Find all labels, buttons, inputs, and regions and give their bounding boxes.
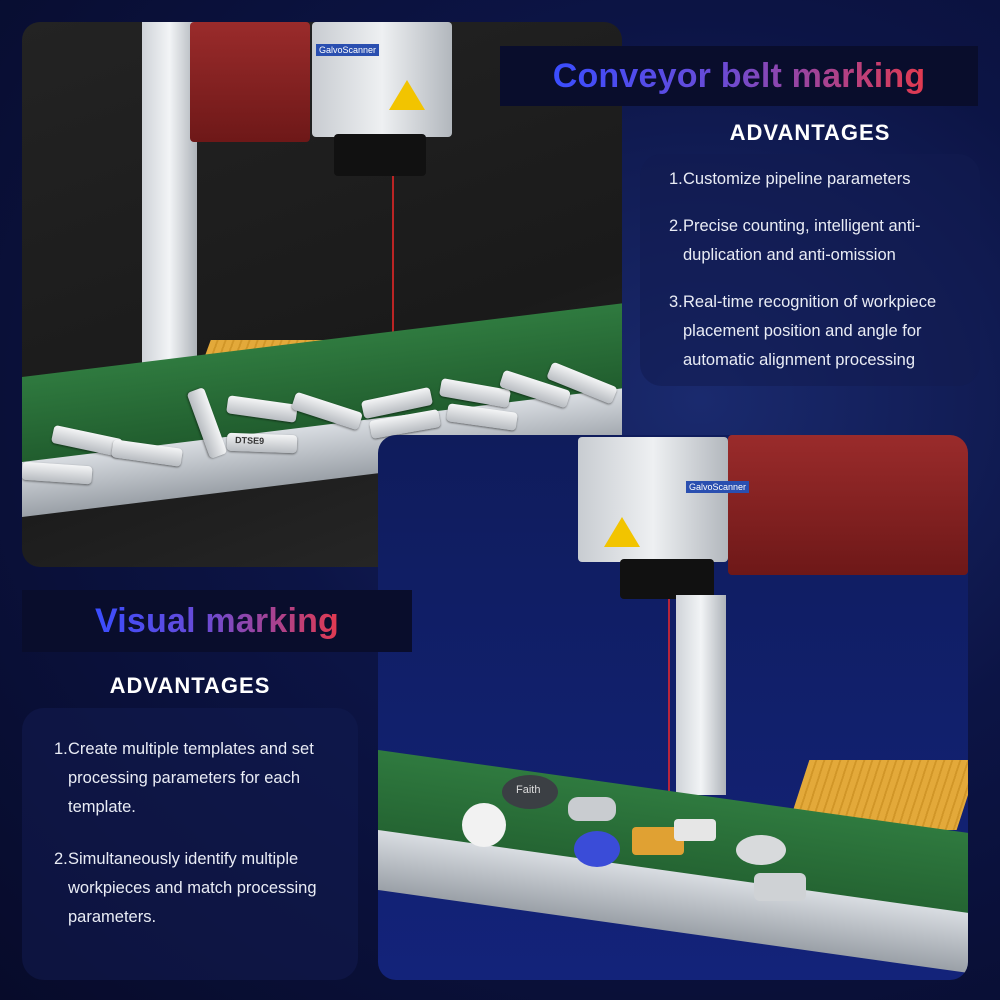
machine-pillar	[676, 595, 726, 795]
visual-advantages-panel	[22, 708, 358, 980]
round-badge-workpiece	[462, 803, 506, 847]
galvo-brand-label: GalvoScanner	[686, 481, 750, 493]
conveyor-advantage-item: 2.Precise counting, intelligent anti-dup…	[669, 217, 921, 264]
machine-pillar	[142, 22, 197, 397]
dog-tag-workpiece	[568, 797, 616, 821]
laser-source-box	[190, 22, 310, 142]
conveyor-advantages-heading: ADVANTAGES	[729, 120, 891, 145]
laser-beam	[668, 599, 670, 809]
galvo-head: GalvoScanner	[578, 437, 750, 562]
visual-title: Visual marking	[94, 601, 340, 640]
laser-source-box	[728, 435, 968, 575]
usb-drive: DTSE9	[226, 432, 298, 454]
laser-warning-icon	[604, 517, 640, 547]
laser-beam	[392, 176, 394, 408]
conveyor-advantage-item: 1.Customize pipeline parameters	[669, 170, 911, 188]
conveyor-advantages-panel	[640, 154, 980, 386]
stone-label: Faith	[516, 784, 541, 796]
blue-keyfob-workpiece	[574, 831, 620, 867]
dog-tag-workpiece	[754, 873, 806, 901]
round-disc-workpiece	[736, 835, 786, 865]
metal-tag-workpiece	[674, 819, 716, 841]
field-lens	[620, 559, 714, 599]
visual-advantage-item: 2.Simultaneously identify multiple workp…	[54, 850, 317, 926]
visual-machine-photo: GalvoScanner Faith	[378, 435, 968, 980]
conveyor-machine-photo: GalvoScanner DTSE9	[22, 22, 622, 567]
conveyor-title: Conveyor belt marking	[552, 56, 926, 95]
laser-warning-icon	[389, 80, 425, 110]
visual-title-bar: Visual marking	[22, 590, 412, 652]
visual-advantage-item: 1.Create multiple templates and set proc…	[54, 740, 314, 816]
field-lens	[334, 134, 426, 176]
galvo-head: GalvoScanner	[312, 22, 452, 137]
galvo-brand-label: GalvoScanner	[316, 44, 380, 56]
stone-workpiece: Faith	[502, 775, 558, 809]
conveyor-advantage-item: 3.Real-time recognition of workpiece pla…	[669, 293, 937, 369]
usb-label: DTSE9	[234, 435, 265, 447]
conveyor-title-bar: Conveyor belt marking	[500, 46, 978, 106]
visual-advantages-heading: ADVANTAGES	[109, 673, 271, 698]
